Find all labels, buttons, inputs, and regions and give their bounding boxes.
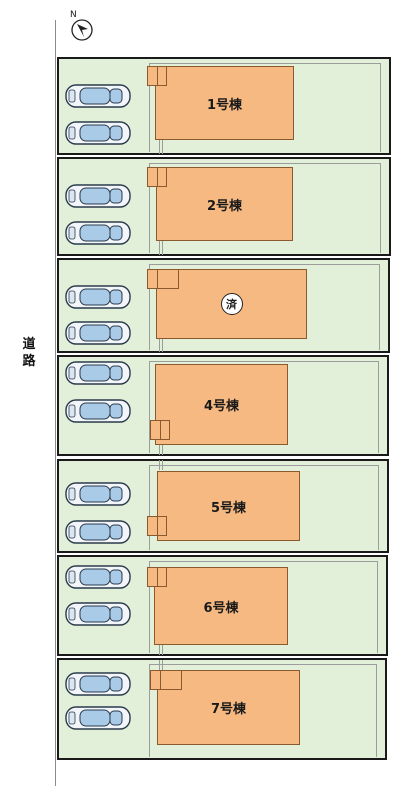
entrance-porch bbox=[147, 567, 167, 587]
road-edge-line bbox=[55, 20, 56, 786]
lot-boundary-inner bbox=[149, 465, 379, 550]
lot-boundary-inner bbox=[149, 163, 381, 253]
car-icon bbox=[65, 84, 131, 108]
entrance-porch bbox=[150, 670, 182, 690]
lot-boundary-inner bbox=[149, 361, 379, 453]
road-label-char-2: 路 bbox=[22, 354, 36, 369]
car-icon bbox=[65, 706, 131, 730]
house-label: 2号棟 bbox=[206, 198, 243, 214]
car-icon bbox=[65, 121, 131, 145]
house-label: 4号棟 bbox=[203, 399, 240, 414]
house-5[interactable]: 5号棟 bbox=[157, 471, 300, 541]
compass-north-label: N bbox=[70, 10, 77, 20]
car-icon bbox=[65, 565, 131, 589]
car-icon bbox=[65, 602, 131, 626]
entrance-porch bbox=[150, 420, 170, 440]
house-4[interactable]: 4号棟 bbox=[155, 364, 288, 445]
car-icon bbox=[65, 672, 131, 696]
road-label-char-1: 道 bbox=[22, 337, 36, 352]
car-icon bbox=[65, 361, 131, 385]
entrance-porch bbox=[147, 516, 167, 536]
house-label: 7号棟 bbox=[210, 702, 247, 717]
house-label: 1号棟 bbox=[206, 97, 243, 113]
lot-boundary-inner bbox=[149, 561, 378, 653]
car-icon bbox=[65, 482, 131, 506]
lot-boundary-inner bbox=[149, 63, 381, 152]
car-icon bbox=[65, 520, 131, 544]
house-label: 6号棟 bbox=[203, 600, 239, 616]
lot-boundary-inner bbox=[149, 664, 377, 757]
car-icon bbox=[65, 184, 131, 208]
walkway bbox=[159, 645, 163, 655]
walkway bbox=[159, 339, 163, 352]
house-2[interactable]: 2号棟 bbox=[156, 167, 293, 241]
entrance-porch bbox=[147, 269, 179, 289]
house-6[interactable]: 6号棟 bbox=[154, 567, 288, 645]
car-icon bbox=[65, 399, 131, 423]
car-icon bbox=[65, 221, 131, 245]
car-icon bbox=[65, 321, 131, 345]
house-label: 5号棟 bbox=[210, 500, 247, 516]
compass-icon bbox=[71, 19, 93, 41]
entrance-porch bbox=[147, 167, 167, 187]
lot-boundary-inner bbox=[149, 264, 380, 350]
house-3[interactable]: 済 bbox=[156, 269, 307, 339]
car-icon bbox=[65, 285, 131, 309]
walkway bbox=[159, 460, 163, 470]
house-1[interactable]: 1号棟 bbox=[155, 66, 294, 140]
walkway bbox=[159, 445, 163, 455]
walkway bbox=[159, 140, 163, 154]
road-label: 道 路 bbox=[20, 336, 38, 370]
walkway bbox=[159, 241, 163, 255]
entrance-porch bbox=[147, 66, 167, 86]
walkway bbox=[159, 660, 163, 670]
sold-badge: 済 bbox=[220, 293, 243, 315]
